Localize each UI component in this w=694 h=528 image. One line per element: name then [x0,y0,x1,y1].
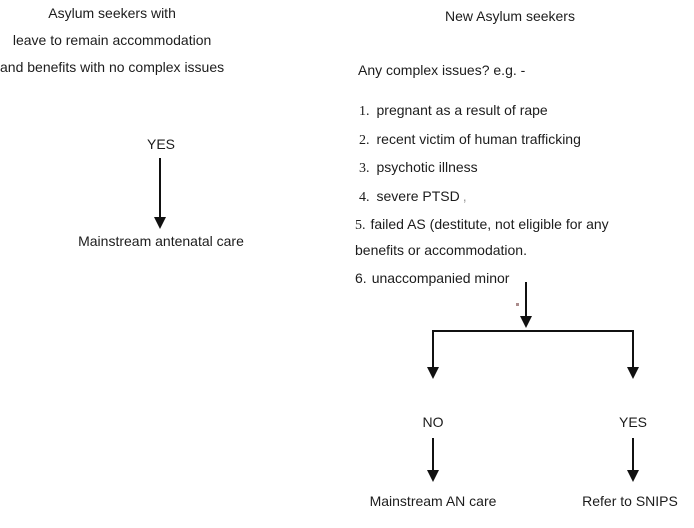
left-condition-line-3: and benefits with no complex issues [0,59,225,75]
issue-number: 6. [355,269,367,286]
issue-item-6: 6.unaccompanied minor [355,266,657,291]
arrow-line [159,158,161,218]
branch-horizontal-line [432,330,634,332]
arrow-line [632,438,634,471]
branch-yes-label: YES [618,414,647,430]
issue-number: 5. [355,218,366,233]
issue-text: unaccompanied minor [371,269,510,286]
arrow-head-icon [627,367,639,379]
complex-issues-list: 1. pregnant as a result of rape 2. recent … [355,98,657,293]
issue-item-1: 1. pregnant as a result of rape [355,98,657,124]
arrow-head-icon [427,470,439,482]
branch-no-label: NO [422,414,444,430]
left-condition-text: Asylum seekers with leave to remain acco… [0,0,224,81]
arrow-line [525,282,527,318]
outcome-mainstream-an-care: Mainstream AN care [369,493,497,509]
left-condition-line-1: Asylum seekers with [48,5,176,21]
issue-number: 2. [359,132,370,148]
issue-text: failed AS (destitute, not eligible for a… [355,216,609,258]
branch-left-line [432,330,434,368]
arrow-line [432,438,434,471]
left-condition-line-2: leave to remain accommodation [12,32,212,48]
complex-issues-question: Any complex issues? e.g. - [358,62,526,78]
issue-item-2: 2. recent victim of human trafficking [355,127,657,153]
issue-number: 4. [359,189,370,205]
issue-number: 1. [359,104,370,119]
arrow-head-icon [427,367,439,379]
left-outcome-mainstream-antenatal: Mainstream antenatal care [78,233,244,249]
issue-text: recent victim of human trafficking [376,130,581,147]
stray-dot [516,303,519,306]
issue-suffix: , [462,187,467,204]
issue-text: severe PTSD [376,187,460,204]
branch-right-line [632,330,634,368]
issue-item-4: 4. severe PTSD, [355,184,657,210]
arrow-head-icon [520,316,532,328]
issue-item-5: 5.failed AS (destitute, not eligible for… [355,212,657,263]
issue-text: psychotic illness [376,159,478,175]
right-title: New Asylum seekers [445,8,575,24]
arrow-head-icon [627,470,639,482]
issue-text: pregnant as a result of rape [376,102,548,118]
issue-item-3: 3. psychotic illness [355,155,657,181]
left-yes-label: YES [146,136,175,152]
arrow-head-icon [154,217,166,229]
issue-number: 3. [359,161,370,176]
outcome-refer-to-snips: Refer to SNIPS [582,493,678,509]
